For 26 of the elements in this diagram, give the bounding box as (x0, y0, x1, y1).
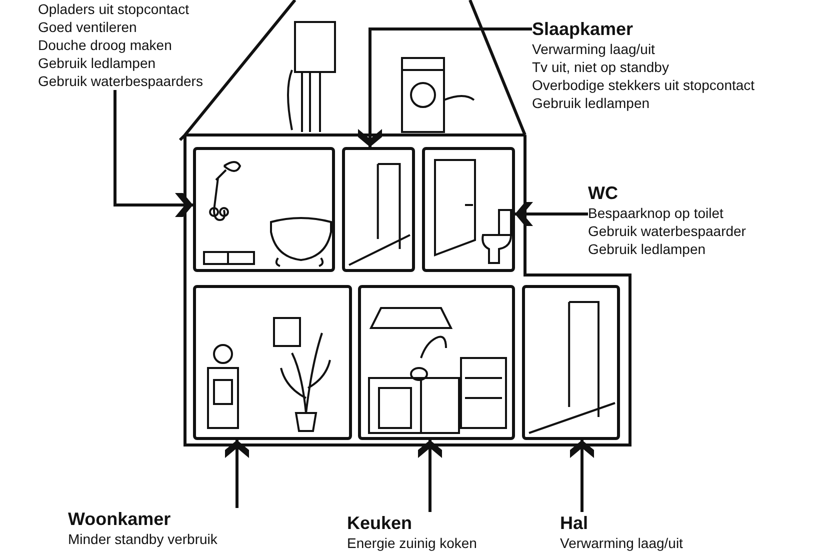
room-drawing (342, 147, 415, 272)
tip-text: Minder standby verbruik (68, 530, 218, 548)
tip-text: Overbodige stekkers uit stopcontact (532, 76, 756, 94)
room-drawing (193, 147, 335, 272)
tip-text: Tv uit, niet op standby (532, 58, 670, 76)
tip-text: Gebruik waterbespaarder (588, 222, 747, 240)
tip-text: Gebruik ledlampen (588, 240, 707, 258)
room-drawing (358, 285, 515, 440)
tip-text: Douche droog maken (38, 36, 173, 54)
tip-text: Gebruik waterbespaarders (38, 72, 204, 90)
tip-text: Gebruik ledlampen (532, 94, 651, 112)
room-heading: Slaapkamer (532, 18, 634, 40)
tip-text: Verwarming laag/uit (532, 40, 656, 58)
room-drawing (193, 285, 352, 440)
tip-text: Verwarming laag/uit (560, 534, 684, 552)
tip-text: Opladers uit stopcontact (38, 0, 190, 18)
tip-text: Bespaarknop op toilet (588, 204, 724, 222)
room-heading: WC (588, 182, 619, 204)
room-drawing (522, 285, 620, 440)
room-heading: Hal (560, 512, 590, 534)
room-drawing (422, 147, 515, 272)
tip-text: Goed ventileren (38, 18, 138, 36)
tip-text: Gebruik ledlampen (38, 54, 157, 72)
room-heading: Keuken (347, 512, 414, 534)
room-heading: Woonkamer (68, 508, 172, 530)
tip-text: Energie zuinig koken (347, 534, 478, 552)
